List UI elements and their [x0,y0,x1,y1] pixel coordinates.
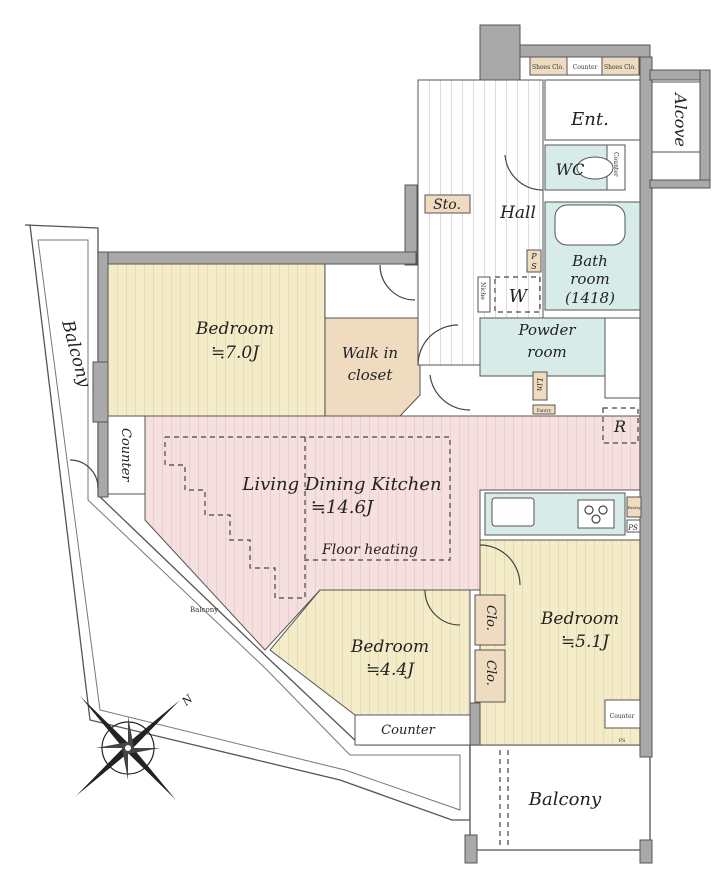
counter-label: Counter [118,428,133,482]
alcove-label: Alcove [671,91,690,147]
hall-label: Hall [499,203,536,223]
shoes-closet-label: Shoes Clo. [604,64,636,71]
ps-label: PS [619,738,626,744]
door[interactable] [69,459,99,489]
wc-counter-label: Counter [612,152,619,177]
door[interactable] [424,589,461,626]
floor-heating-label: Floor heating [321,542,418,558]
sink-icon [491,497,535,527]
vanity [604,317,641,399]
walk-in-closet-label: Walk in [342,344,398,362]
powder-room-label: room [527,343,566,361]
door[interactable] [379,264,416,301]
wall [649,179,711,189]
bathroom-label: (1418) [565,289,615,307]
niche-label: Niche [479,282,486,300]
pantry-label: Pantry [627,505,641,510]
entrance-label: Ent. [570,109,609,130]
ps-label: S [531,262,537,271]
balcony-bottom-label: Balcony [528,789,602,810]
wall [97,251,417,265]
door[interactable] [479,544,521,586]
wall [464,834,478,864]
ps-label: P [530,252,537,261]
wall [519,44,651,58]
door[interactable] [504,154,544,191]
stove-icon [577,499,615,529]
balcony-diag-label: Balcony [190,606,218,614]
ldk-size: ≒14.6J [311,497,375,518]
bathroom-label: Bath [571,252,608,270]
closet-label: Clo. [483,605,498,631]
walk-in-closet-label: closet [348,366,394,384]
powder-room-label: Powder [517,321,576,339]
door[interactable] [429,374,471,411]
washer-label: W [509,286,529,307]
room-walk-in-closet [324,317,421,417]
bathtub-icon [554,204,626,246]
room-entrance [544,79,641,141]
wall [404,184,418,266]
wall [699,69,711,186]
floor-heating-area [164,436,451,599]
bedroom-5-name: Bedroom [540,609,619,629]
bathroom-label: room [570,270,609,288]
wc-label: WC [556,160,585,179]
compass-icon [76,696,180,800]
bedroom-7-name: Bedroom [195,319,274,339]
closet-label: Clo. [483,660,498,686]
ps-label: PS [627,524,638,532]
room-bedroom-7 [107,263,326,417]
refrigerator-label: R [613,417,626,436]
counter-label: Counter [381,723,435,738]
linen-label: Lin [535,377,544,391]
door[interactable] [417,324,459,366]
room-alcove [651,81,701,153]
bedroom-4-size: ≒4.4J [366,660,415,680]
counter-label: Counter [573,64,598,71]
washer-space [494,276,541,313]
wall [479,24,521,86]
bedroom-5-size: ≒5.1J [561,632,610,652]
toilet-icon [576,156,614,180]
pantry-label: Pantry [537,408,552,414]
counter-label: Counter [610,713,635,720]
wall [639,56,653,758]
shoes-closet-label: Shoes Clo. [532,64,564,71]
room-powder [479,317,606,377]
wall [639,839,653,864]
bedroom-7-size: ≒7.0J [211,343,260,363]
bedroom-4-name: Bedroom [350,637,429,657]
storage-label: Sto. [433,197,461,213]
ldk-name: Living Dining Kitchen [241,474,441,495]
